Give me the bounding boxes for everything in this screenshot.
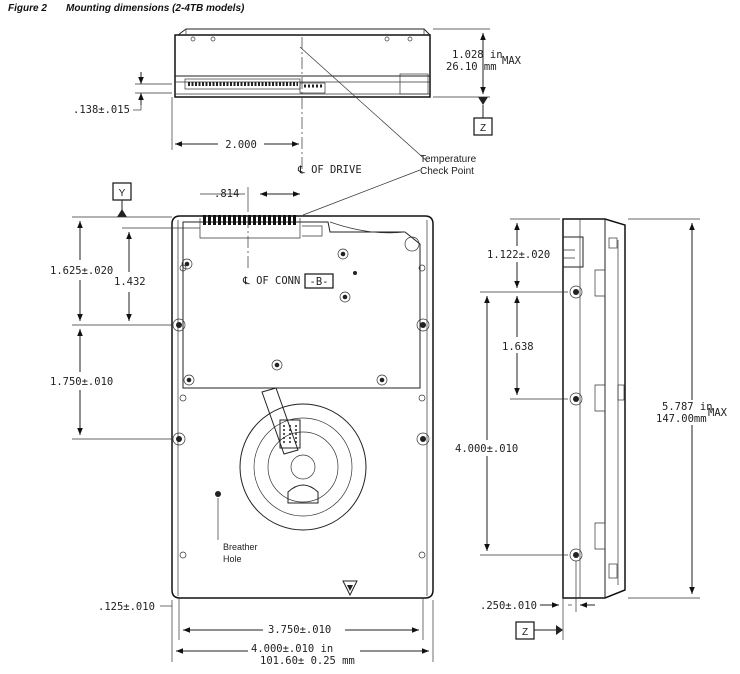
drive-center-label: ℄ OF DRIVE [297,164,362,176]
figure-number: Figure 2 [8,3,47,14]
first-hole-y-label: 1.625±.020 [50,265,113,277]
width-offset-label: 2.000 [225,139,257,151]
height-in-label: 1.028 in [452,49,503,61]
length-mm-label: 147.00mm [656,413,707,425]
hole-width-label: 3.750±.010 [268,624,331,636]
side-view-outline [562,218,626,599]
width-mm-label: 101.60± 0.25 mm [260,655,355,667]
breather-line1: Breather [223,542,258,552]
side-view [562,218,626,599]
conn-to-hole-label: 1.432 [114,276,146,288]
height-max-label: MAX [502,55,522,67]
datum-b-label: -B- [310,276,329,288]
side-gap-label: 1.638 [502,341,534,353]
length-in-label: 5.787 in [662,401,713,413]
datum-z-top-label: Z [480,123,486,134]
hole-spacing-label: 1.750±.010 [50,376,113,388]
side-bottom-offset-label: .250±.010 [480,600,537,612]
side-first-hole-label: 1.122±.020 [487,249,550,261]
bottom-view-outline [171,215,434,599]
figure-caption: Figure 2 Mounting dimensions (2-4TB model… [8,3,244,14]
breather-line2: Hole [223,554,242,564]
width-in-label: 4.000±.010 in [251,643,333,655]
temp-check-line2: Check Point [420,166,474,177]
top-view [174,28,431,98]
temp-check-line1: Temperature [420,154,477,165]
pcb-outline [182,221,421,389]
length-max-label: MAX [708,407,728,419]
top-view-outline [174,34,431,98]
bottom-edge-offset-label: .125±.010 [98,601,155,613]
figure-title: Mounting dimensions (2-4TB models) [66,3,245,14]
bottom-view [171,215,434,599]
datum-y-label: Y [119,188,126,199]
side-span-label: 4.000±.010 [455,443,518,455]
conn-center-label: ℄ OF CONN [242,275,300,287]
motor-outer [239,403,367,531]
height-mm-label: 26.10 mm [446,61,497,73]
pcb-offset-label: .138±.015 [73,104,130,116]
datum-z-side-label: Z [522,627,528,638]
